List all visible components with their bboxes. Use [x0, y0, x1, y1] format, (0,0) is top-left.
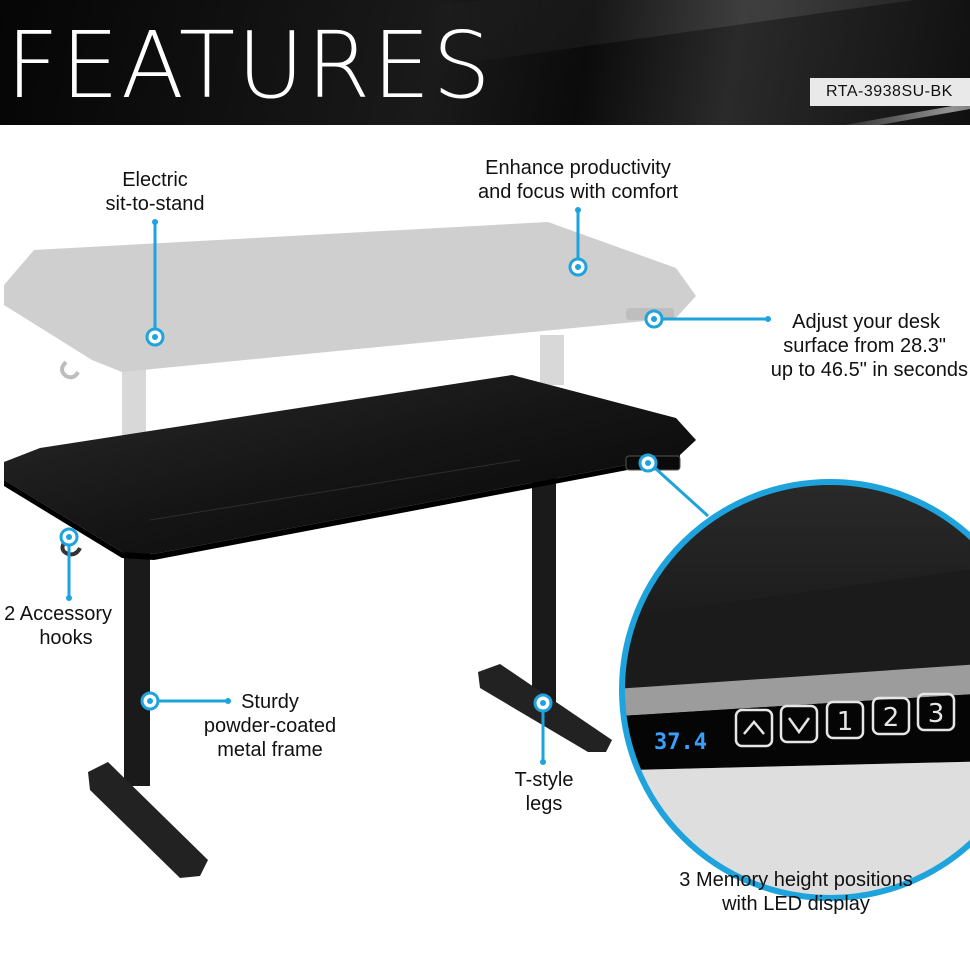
- button-label-1: 1: [837, 707, 854, 737]
- zoom-buttons: [734, 692, 956, 748]
- callout-text: Adjust your desk: [792, 311, 940, 333]
- ghost-right-leg: [540, 335, 564, 385]
- model-number-badge: RTA-3938SU-BK: [810, 78, 970, 106]
- led-readout: 37.4: [654, 730, 707, 755]
- callout-text: Sturdy: [241, 691, 299, 713]
- ghost-hook: [60, 360, 80, 380]
- ghost-desktop: [4, 222, 696, 372]
- callout-text: with LED display: [722, 893, 870, 915]
- callout-text: up to 46.5" in seconds: [770, 359, 968, 381]
- callout-productivity: Enhance productivity and focus with comf…: [458, 156, 698, 204]
- callout-text: powder-coated: [203, 715, 337, 737]
- callout-text: sit-to-stand: [105, 193, 205, 215]
- zoom-panel-face: [622, 690, 970, 770]
- left-foot: [88, 762, 208, 878]
- button-down: [779, 704, 819, 744]
- callout-text: 3 Memory height positions: [679, 869, 913, 891]
- right-leg: [532, 470, 556, 710]
- callout-text: surface from 28.3": [783, 335, 946, 357]
- zoom-button-labels: 1 2 3: [837, 699, 945, 737]
- callout-text: 2 Accessory: [4, 603, 112, 625]
- button-memory-1: [825, 700, 865, 740]
- callout-accessory-hooks: 2 Accessory hooks: [0, 602, 112, 650]
- callout-text: legs: [525, 793, 563, 815]
- callout-text: Electric: [122, 169, 188, 191]
- button-memory-3: [916, 692, 956, 732]
- raised-desk-ghost: [4, 222, 696, 440]
- ghost-left-leg: [122, 360, 146, 440]
- callout-text: T-style: [514, 769, 574, 791]
- callout-text: and focus with comfort: [477, 181, 679, 203]
- button-memory-2: [871, 696, 911, 736]
- chevron-down-icon: [787, 717, 811, 735]
- callout-text: hooks: [39, 627, 93, 649]
- callout-memory-positions: 3 Memory height positions with LED displ…: [656, 868, 936, 916]
- callout-adjust-height: Adjust your desk surface from 28.3" up t…: [740, 310, 968, 382]
- callout-text: Enhance productivity: [485, 157, 671, 179]
- marker-centers: [66, 264, 657, 706]
- button-up: [734, 708, 774, 748]
- chevron-up-icon: [743, 720, 765, 735]
- callout-t-style-legs: T-style legs: [496, 768, 592, 816]
- left-leg: [124, 550, 150, 786]
- callout-metal-frame: Sturdy powder-coated metal frame: [190, 690, 350, 762]
- callout-text: metal frame: [217, 739, 323, 761]
- button-label-3: 3: [928, 699, 945, 729]
- callout-dots: [66, 207, 771, 765]
- zoom-circle-border: [619, 479, 970, 901]
- desktop: [4, 375, 696, 554]
- callout-lines: [67, 210, 768, 762]
- lowered-desk: [4, 375, 696, 878]
- page-title: FEATURES: [6, 12, 493, 119]
- header-banner: FEATURES RTA-3938SU-BK: [0, 0, 970, 125]
- button-label-2: 2: [883, 703, 900, 733]
- control-panel-zoom: 1 2 3 37.4: [619, 479, 970, 901]
- desktop-seam: [149, 459, 521, 521]
- callout-sit-to-stand: Electric sit-to-stand: [92, 168, 218, 216]
- callout-markers: [59, 257, 664, 713]
